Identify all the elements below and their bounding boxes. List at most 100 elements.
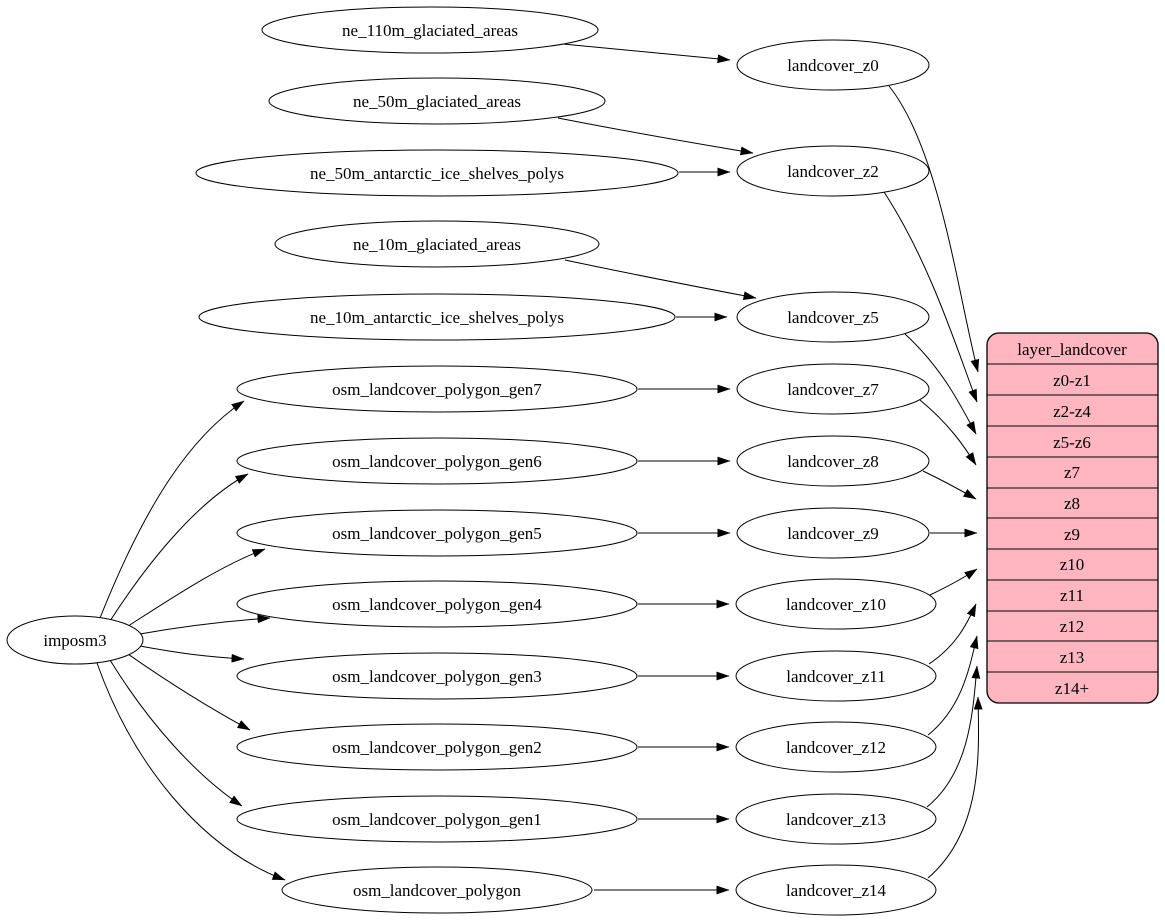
ne_10m_antarctic_ice_shelves_polys-label: ne_10m_antarctic_ice_shelves_polys <box>310 308 564 327</box>
record-row-z8: z8 <box>1064 494 1080 513</box>
imposm3-label: imposm3 <box>43 631 106 650</box>
edge-imposm3-to-osm_landcover_polygon_gen2 <box>124 651 251 731</box>
imposm3-ellipse <box>6 615 144 665</box>
node-landcover_z10: landcover_z10 <box>735 578 937 630</box>
osm_landcover_polygon-label: osm_landcover_polygon <box>353 881 522 900</box>
landcover_z8-label: landcover_z8 <box>787 452 879 471</box>
record-row-z10: z10 <box>1060 555 1085 574</box>
edge-landcover_z7-to-row-z7 <box>919 399 977 466</box>
edge-ne_10m_glaciated_areas-to-landcover_z5 <box>564 259 757 300</box>
edge-landcover_z5-to-row-z5-z6 <box>904 333 977 435</box>
osm_landcover_polygon_gen2-ellipse <box>236 723 638 771</box>
node-osm_landcover_polygon_gen2: osm_landcover_polygon_gen2 <box>236 723 638 771</box>
record-row-z0-z1: z0-z1 <box>1053 371 1091 390</box>
node-landcover_z14: landcover_z14 <box>735 864 937 916</box>
edge-ne_110m_glaciated_areas-to-landcover_z0 <box>562 43 731 64</box>
node-osm_landcover_polygon_gen5: osm_landcover_polygon_gen5 <box>236 509 638 557</box>
node-landcover_z12: landcover_z12 <box>735 721 937 773</box>
osm_landcover_polygon_gen3-label: osm_landcover_polygon_gen3 <box>332 667 542 686</box>
ne_50m_glaciated_areas-ellipse <box>268 77 606 125</box>
ne_110m_glaciated_areas-label: ne_110m_glaciated_areas <box>342 21 518 40</box>
node-landcover_z9: landcover_z9 <box>736 507 930 559</box>
osm_landcover_polygon_gen4-label: osm_landcover_polygon_gen4 <box>332 595 542 614</box>
osm_landcover_polygon_gen1-ellipse <box>236 795 638 843</box>
node-layer_landcover: layer_landcover z0-z1 z2-z4 z5-z6 z7 z8 … <box>986 332 1159 704</box>
edge-landcover_z2-to-row-z2-z4 <box>883 191 978 403</box>
edge-ne_50m_glaciated_areas-to-landcover_z2 <box>557 117 754 156</box>
landcover_z14-ellipse <box>735 864 937 916</box>
landcover_z5-ellipse <box>736 291 930 343</box>
node-imposm3: imposm3 <box>6 615 144 665</box>
node-ne_50m_glaciated_areas: ne_50m_glaciated_areas <box>268 77 606 125</box>
osm_landcover_polygon_gen1-label: osm_landcover_polygon_gen1 <box>332 810 542 829</box>
node-landcover_z2: landcover_z2 <box>736 145 930 197</box>
edge-imposm3-to-osm_landcover_polygon_gen1 <box>109 659 243 807</box>
edge-group <box>96 43 983 895</box>
osm_landcover_polygon_gen3-ellipse <box>236 652 638 700</box>
record-row-z14plus: z14+ <box>1055 679 1089 698</box>
edge-landcover_z8-to-row-z8 <box>922 470 977 500</box>
ne_50m_glaciated_areas-label: ne_50m_glaciated_areas <box>353 92 521 111</box>
ne_50m_antarctic_ice_shelves_polys-ellipse <box>195 149 679 197</box>
landcover_z2-label: landcover_z2 <box>787 162 879 181</box>
landcover_z2-ellipse <box>736 145 930 197</box>
node-ne_10m_glaciated_areas: ne_10m_glaciated_areas <box>274 220 600 268</box>
osm_landcover_polygon_gen7-label: osm_landcover_polygon_gen7 <box>332 380 542 399</box>
edge-landcover_z11-to-row-z11 <box>928 603 977 665</box>
edge-landcover_z0-to-row-z0-z1 <box>888 85 980 373</box>
node-ne_50m_antarctic_ice_shelves_polys: ne_50m_antarctic_ice_shelves_polys <box>195 149 679 197</box>
osm_landcover_polygon_gen7-ellipse <box>236 365 638 413</box>
ne_50m_antarctic_ice_shelves_polys-label: ne_50m_antarctic_ice_shelves_polys <box>310 164 564 183</box>
edge-imposm3-to-osm_landcover_polygon_gen4 <box>139 614 271 635</box>
landcover_z9-label: landcover_z9 <box>787 524 879 543</box>
ne_10m_antarctic_ice_shelves_polys-ellipse <box>198 293 676 341</box>
node-ne_10m_antarctic_ice_shelves_polys: ne_10m_antarctic_ice_shelves_polys <box>198 293 676 341</box>
landcover_z13-ellipse <box>735 793 937 845</box>
record-row-z7: z7 <box>1064 463 1081 482</box>
node-landcover_z8: landcover_z8 <box>736 435 930 487</box>
edge-imposm3-to-osm_landcover_polygon_gen7 <box>99 400 245 619</box>
landcover_z14-label: landcover_z14 <box>786 881 887 900</box>
osm_landcover_polygon_gen5-ellipse <box>236 509 638 557</box>
edge-imposm3-to-osm_landcover_polygon_gen3 <box>139 645 245 663</box>
landcover_z10-label: landcover_z10 <box>786 595 886 614</box>
node-landcover_z0: landcover_z0 <box>736 39 930 91</box>
landcover_z12-label: landcover_z12 <box>786 738 886 757</box>
osm_landcover_polygon_gen6-label: osm_landcover_polygon_gen6 <box>332 452 542 471</box>
edge-imposm3-to-osm_landcover_polygon <box>96 662 286 881</box>
ne_110m_glaciated_areas-ellipse <box>261 6 599 54</box>
node-osm_landcover_polygon: osm_landcover_polygon <box>281 866 593 914</box>
osm_landcover_polygon-ellipse <box>281 866 593 914</box>
edge-landcover_z14-to-row-z14plus <box>927 696 983 879</box>
record-row-z5-z6: z5-z6 <box>1053 433 1091 452</box>
landcover_z7-label: landcover_z7 <box>787 380 879 399</box>
edge-landcover_z12-to-row-z12 <box>927 635 979 736</box>
record-row-z13: z13 <box>1060 648 1085 667</box>
osm_landcover_polygon_gen5-label: osm_landcover_polygon_gen5 <box>332 524 542 543</box>
ne_10m_glaciated_areas-ellipse <box>274 220 600 268</box>
landcover_z9-ellipse <box>736 507 930 559</box>
osm_landcover_polygon_gen2-label: osm_landcover_polygon_gen2 <box>332 738 542 757</box>
landcover_z0-label: landcover_z0 <box>787 56 879 75</box>
record-row-z11: z11 <box>1060 586 1084 605</box>
ne_10m_glaciated_areas-label: ne_10m_glaciated_areas <box>353 235 521 254</box>
node-ne_110m_glaciated_areas: ne_110m_glaciated_areas <box>261 6 599 54</box>
landcover_z11-label: landcover_z11 <box>786 667 885 686</box>
landcover_z12-ellipse <box>735 721 937 773</box>
edge-imposm3-to-osm_landcover_polygon_gen5 <box>124 548 266 629</box>
record-row-z2-z4: z2-z4 <box>1053 402 1091 421</box>
landcover_z5-label: landcover_z5 <box>787 308 879 327</box>
landcover_z13-label: landcover_z13 <box>786 810 886 829</box>
node-landcover_z7: landcover_z7 <box>736 363 930 415</box>
node-osm_landcover_polygon_gen6: osm_landcover_polygon_gen6 <box>236 437 638 485</box>
osm_landcover_polygon_gen6-ellipse <box>236 437 638 485</box>
node-landcover_z11: landcover_z11 <box>735 650 937 702</box>
layer_landcover-title: layer_landcover <box>1017 340 1127 359</box>
osm_landcover_polygon_gen4-ellipse <box>236 580 638 628</box>
edge-landcover_z13-to-row-z13 <box>926 665 981 808</box>
node-landcover_z13: landcover_z13 <box>735 793 937 845</box>
node-osm_landcover_polygon_gen7: osm_landcover_polygon_gen7 <box>236 365 638 413</box>
landcover_z11-ellipse <box>735 650 937 702</box>
node-osm_landcover_polygon_gen1: osm_landcover_polygon_gen1 <box>236 795 638 843</box>
